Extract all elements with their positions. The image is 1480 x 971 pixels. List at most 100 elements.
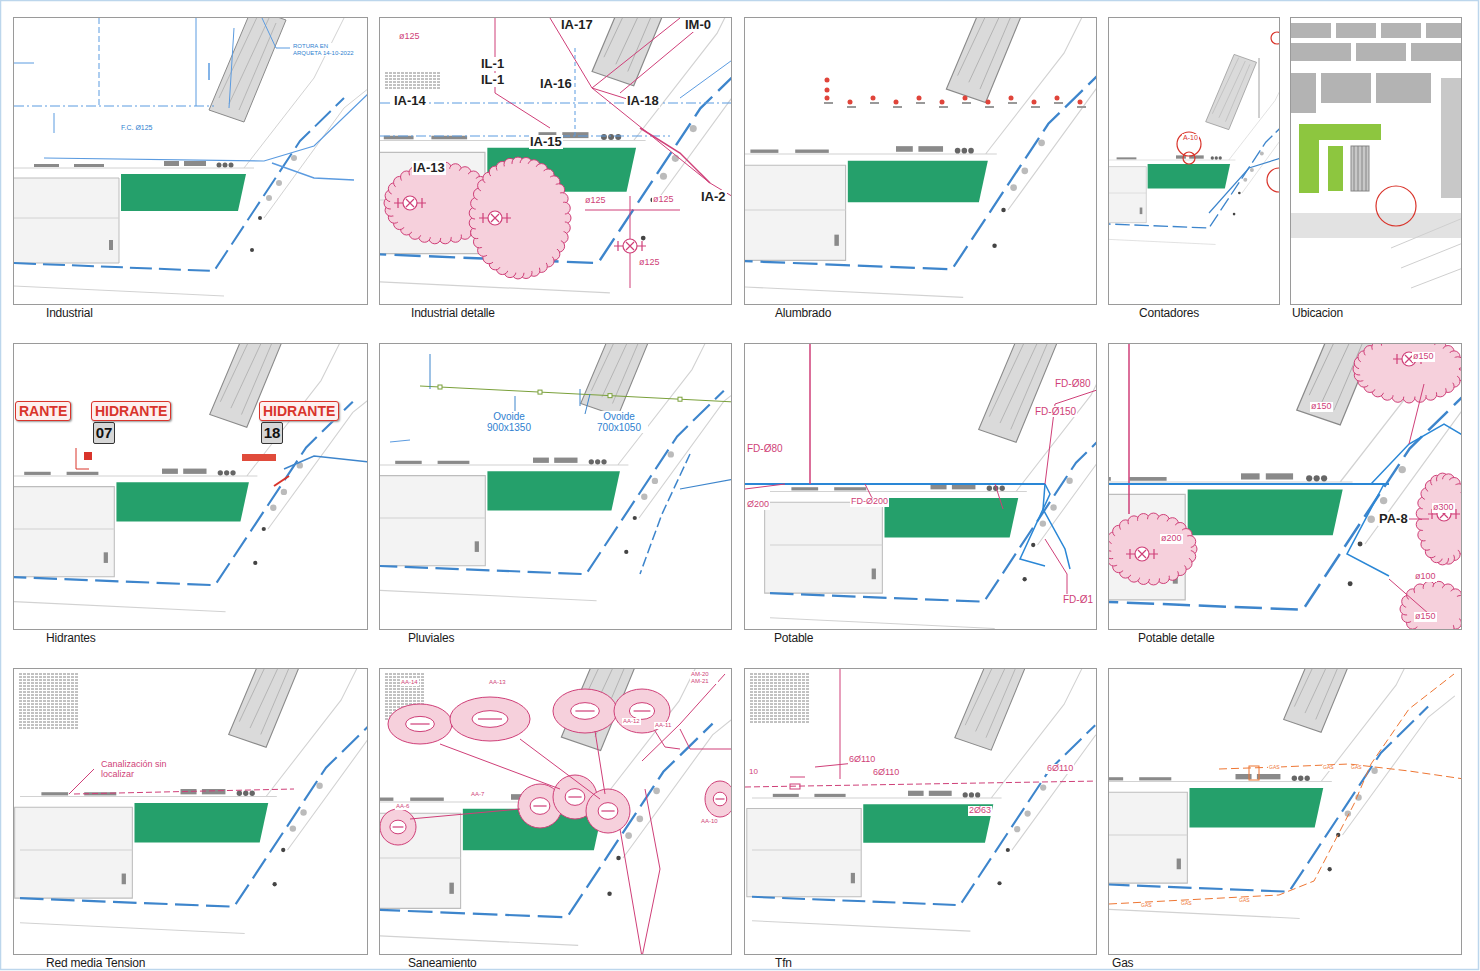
revision-cloud: [1353, 344, 1461, 403]
hydrant-tag: RANTE: [15, 401, 71, 421]
valve-ring: [623, 239, 637, 253]
panel-drawing: [745, 18, 1096, 297]
utility-mark: [790, 784, 800, 789]
map-panel: Industrial detalle: [379, 17, 732, 305]
map-dot: [262, 527, 266, 531]
lamp-tag: [939, 106, 948, 108]
utility-line: [520, 739, 600, 799]
plot-area: [863, 804, 993, 842]
map-mark: [410, 798, 444, 801]
panel-illustration: [380, 344, 731, 629]
map-dot: [653, 787, 660, 794]
valve-cross: [1440, 510, 1448, 518]
building-block: [380, 476, 485, 566]
hydrant-number: 07: [93, 422, 115, 444]
utility-line: [1371, 424, 1461, 484]
road-edge: [1109, 61, 1279, 244]
plot-area: [1148, 164, 1231, 188]
manhole-symbol: [629, 703, 654, 720]
city-block: [1426, 23, 1461, 38]
map-dot: [270, 505, 276, 511]
hydrant-name: HIDRANTE: [91, 401, 171, 421]
map-mark: [1140, 208, 1143, 215]
map-mark: [74, 164, 104, 167]
lamp-tag: [985, 106, 994, 108]
panel-caption: Saneamiento: [408, 957, 477, 970]
building-hatch: [239, 669, 300, 734]
utility-line: [1109, 674, 1454, 904]
map-mark: [104, 552, 108, 563]
utility-line: [840, 669, 841, 779]
utility-line: [208, 63, 210, 80]
lamp-tag: [916, 102, 925, 104]
manhole-bar: [410, 723, 429, 724]
valve-cross: [491, 214, 499, 222]
panel-drawing: [380, 344, 731, 601]
map-mark: [1129, 477, 1166, 481]
utility-line: [1347, 484, 1389, 576]
map-dot: [250, 248, 254, 252]
panel-caption: Gas: [1112, 957, 1133, 970]
plot-area: [1189, 788, 1323, 828]
map-mark: [162, 469, 178, 474]
panel-illustration: [745, 18, 1096, 304]
plot-area: [134, 803, 268, 843]
lamp-point: [871, 96, 876, 101]
manhole-bar: [393, 826, 404, 827]
panel-drawing: [380, 18, 731, 293]
map-dot: [997, 881, 1001, 885]
map-mark: [449, 883, 453, 894]
map-mark: [918, 146, 943, 152]
utility-line: [495, 18, 550, 128]
valve-symbol: [614, 239, 646, 253]
map-dot: [636, 815, 643, 822]
plot-area: [121, 174, 246, 211]
manhole-symbol: [713, 792, 727, 806]
valve-ring: [1402, 352, 1416, 366]
revision-cloud: [469, 157, 571, 279]
lamp-tag: [870, 102, 879, 104]
utility-line: [642, 789, 660, 954]
drain-node: [678, 397, 682, 401]
plot-area: [1188, 489, 1343, 535]
lamp-tag: [824, 102, 833, 104]
map-mark: [554, 458, 577, 463]
cloud-body: [390, 168, 490, 238]
road-edge: [380, 344, 731, 601]
map-dot: [968, 148, 974, 154]
lamp-point: [963, 96, 968, 101]
utility-line: [809, 344, 811, 484]
map-mark: [1257, 774, 1281, 779]
map-mark: [438, 461, 470, 464]
valve-ring: [488, 211, 502, 225]
map-mark: [1109, 777, 1123, 780]
map-dot: [1000, 486, 1005, 491]
curb-line: [752, 725, 1095, 905]
map-dot: [1305, 776, 1310, 781]
utility-line: [680, 58, 731, 98]
building-block: [1109, 167, 1146, 223]
panel-caption: Tfn: [775, 957, 792, 970]
panel-drawing: [1109, 669, 1461, 918]
utility-mark: [1249, 766, 1259, 780]
map-dot: [1380, 497, 1387, 504]
building-hatch: [989, 344, 1050, 429]
road-edge: [1109, 669, 1455, 918]
panel-drawing: [1291, 23, 1461, 288]
map-dot: [217, 163, 222, 168]
utility-line: [262, 18, 290, 48]
utility-line: [44, 93, 367, 161]
hatch: [385, 73, 440, 88]
map-dot: [291, 155, 297, 161]
road-edge: [380, 18, 731, 293]
map-dot: [229, 163, 234, 168]
map-dot: [243, 791, 248, 796]
map-mark: [1117, 157, 1137, 159]
utility-line: [1045, 539, 1067, 599]
map-dot: [1001, 208, 1005, 212]
road-edge: [1109, 344, 1461, 629]
base-map: [380, 18, 731, 293]
valve-cross: [626, 242, 634, 250]
map-dot: [962, 148, 968, 154]
map-mark: [164, 161, 179, 166]
